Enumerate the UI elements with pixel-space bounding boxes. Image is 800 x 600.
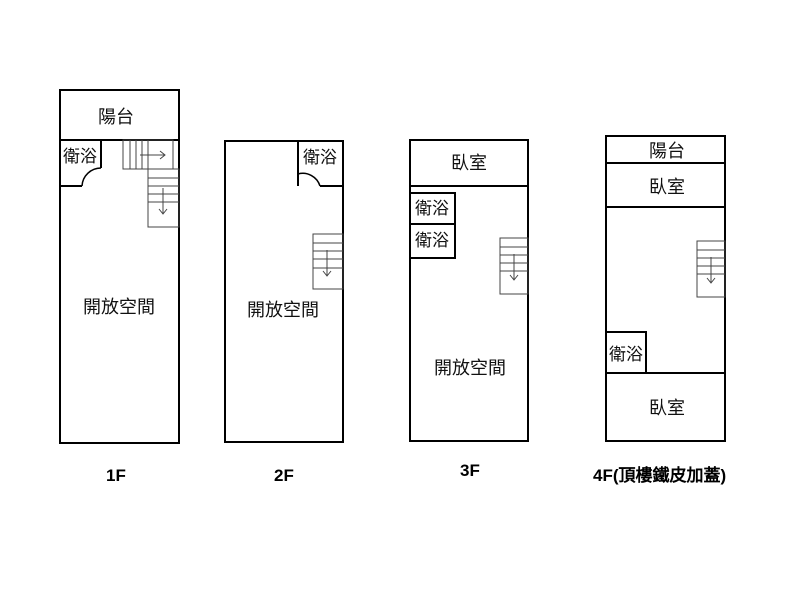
outer-wall-1f [59, 89, 180, 444]
room-label-open-space-1f: 開放空間 [83, 297, 155, 317]
floor-label-3f: 3F [460, 461, 480, 480]
room-label-bedroom-1-4f: 臥室 [649, 177, 685, 197]
room-label-bedroom-3f: 臥室 [451, 153, 487, 173]
room-label-balcony-4f: 陽台 [649, 141, 685, 161]
floor-label-1f: 1F [106, 466, 126, 485]
staircase-1f-upper [122, 139, 174, 170]
floor-plan-1f [59, 89, 180, 444]
room-label-bathroom-1f: 衛浴 [63, 147, 97, 166]
floor-plan-3f [409, 139, 529, 442]
floor-label-4f-code: 4F [593, 466, 613, 485]
outer-wall-2f [224, 140, 344, 443]
room-label-open-space-3f: 開放空間 [434, 358, 506, 378]
floor-plan-2f [224, 140, 344, 443]
staircase-3f [499, 237, 529, 295]
room-label-open-space-2f: 開放空間 [247, 300, 319, 320]
room-label-bathroom-4f: 衛浴 [609, 345, 643, 364]
floor-label-2f: 2F [274, 466, 294, 485]
staircase-2f [312, 233, 344, 290]
bathroom-door-1f [81, 167, 102, 187]
staircase-1f-lower [147, 168, 180, 228]
staircase-4f [696, 240, 726, 298]
floor-plan-4f [605, 135, 726, 442]
floor-label-4f: 4F(頂樓鐵皮加蓋) [593, 461, 726, 486]
bathroom-wall-4f [606, 331, 647, 373]
room-label-bathroom-1-3f: 衛浴 [415, 199, 449, 218]
room-label-balcony-1f: 陽台 [98, 107, 134, 127]
floor-label-4f-note: (頂樓鐵皮加蓋) [612, 466, 727, 485]
room-label-bedroom-2-4f: 臥室 [649, 398, 685, 418]
bathroom-door-2f [297, 172, 321, 187]
room-label-bathroom-2-3f: 衛浴 [415, 231, 449, 250]
room-label-bathroom-2f: 衛浴 [303, 148, 337, 167]
bathroom-2-wall-3f [409, 223, 456, 259]
